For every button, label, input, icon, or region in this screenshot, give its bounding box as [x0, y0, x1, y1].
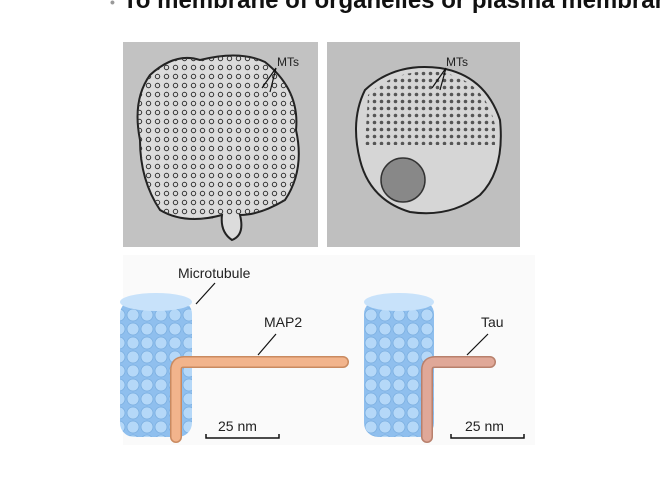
microtubule-label: Microtubule — [178, 265, 251, 281]
microtubule-right — [364, 293, 434, 437]
bullet-text: To membrane of organelles or plasma memb… — [122, 0, 661, 14]
scale-bar-right — [450, 434, 525, 439]
bullet-icon: • — [110, 0, 115, 10]
slide-bullet: • To membrane of organelles or plasma mem… — [110, 0, 661, 15]
micrograph-right: MTs — [327, 42, 520, 247]
tau-label: Tau — [481, 314, 504, 330]
scale-label-right: 25 nm — [465, 418, 504, 434]
scale-label-left: 25 nm — [218, 418, 257, 434]
mts-label-left: MTs — [277, 55, 299, 69]
mts-pointer-left — [261, 67, 277, 93]
scale-bar-left — [205, 434, 280, 439]
mts-label-right: MTs — [446, 55, 468, 69]
micrograph-left: MTs — [123, 42, 318, 247]
mts-pointer-right — [431, 67, 447, 91]
map2-label: MAP2 — [264, 314, 302, 330]
